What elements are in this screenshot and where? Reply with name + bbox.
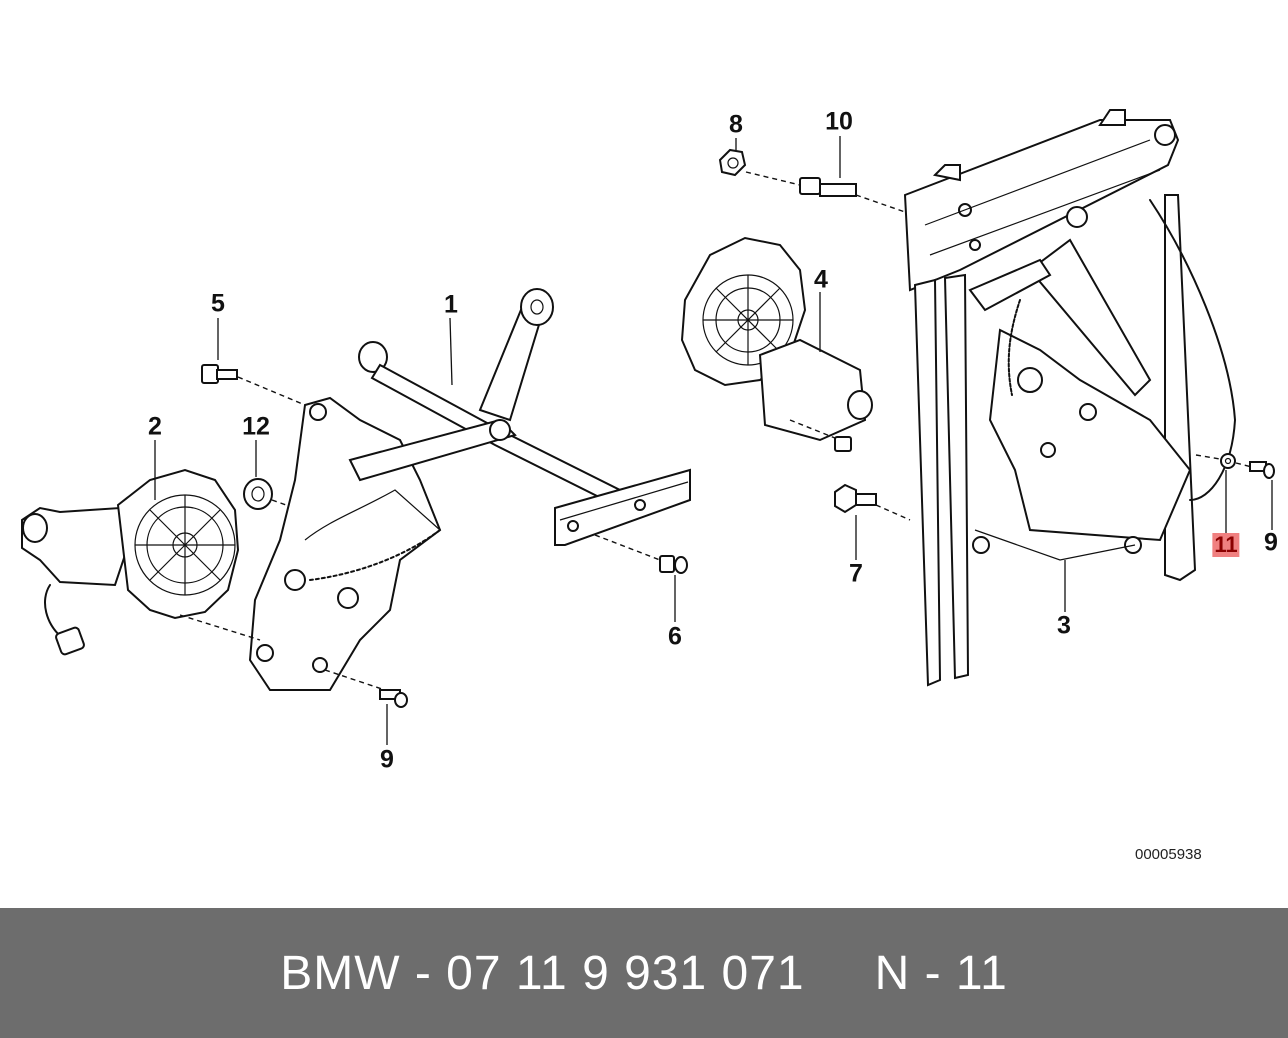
regulator-frame-right bbox=[903, 109, 1236, 687]
parts-diagram: 1 2 3 4 5 6 7 8 9 9 10 11 12 00005938 bbox=[21, 107, 1278, 863]
callout-7: 7 bbox=[849, 559, 863, 588]
washer-12 bbox=[243, 478, 301, 511]
footer-bar: BMW - 07 11 9 931 071 N - 11 bbox=[0, 908, 1288, 1038]
part-number-label: BMW - 07 11 9 931 071 bbox=[280, 946, 805, 1000]
window-regulator-drawing bbox=[21, 109, 1275, 745]
callout-8: 8 bbox=[729, 110, 743, 139]
callout-9-right: 9 bbox=[1264, 528, 1278, 557]
drawing-number: 00005938 bbox=[1135, 846, 1202, 863]
nut-8 bbox=[718, 148, 801, 186]
callout-6: 6 bbox=[668, 622, 682, 651]
motor-right bbox=[680, 236, 873, 452]
motor-left bbox=[21, 468, 240, 656]
callout-5: 5 bbox=[211, 289, 225, 318]
bolt-9-left bbox=[324, 669, 408, 708]
callout-11-highlighted: 11 bbox=[1212, 532, 1240, 557]
callout-1: 1 bbox=[444, 290, 458, 319]
callout-10: 10 bbox=[825, 107, 853, 136]
guide-rail-left bbox=[554, 468, 691, 574]
bolt-9-right bbox=[1235, 461, 1275, 479]
leader-lines bbox=[154, 136, 1273, 745]
regulator-arm-1 bbox=[348, 288, 642, 517]
callout-12: 12 bbox=[242, 412, 270, 441]
callout-2: 2 bbox=[148, 412, 162, 441]
callout-4: 4 bbox=[814, 265, 828, 294]
stud-10 bbox=[799, 177, 906, 213]
position-label: N - 11 bbox=[874, 946, 1008, 1000]
callout-9-left: 9 bbox=[380, 745, 394, 774]
callout-3: 3 bbox=[1057, 611, 1071, 640]
washer-11 bbox=[1195, 453, 1236, 469]
bolt-7 bbox=[834, 483, 911, 521]
regulator-plate-left bbox=[248, 396, 442, 691]
bolt-5 bbox=[201, 364, 306, 406]
